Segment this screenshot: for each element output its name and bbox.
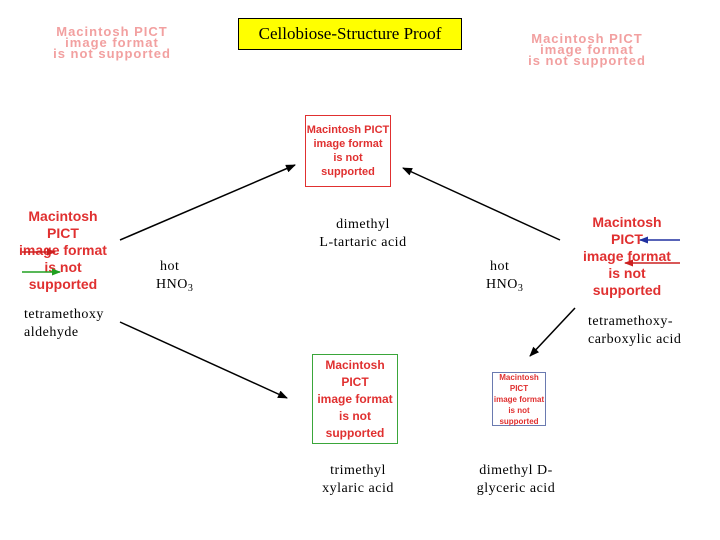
structure-image-top: Macintosh PICT image format is not suppo…: [305, 115, 391, 187]
placeholder-image-top-left: Macintosh PICT image format is not suppo…: [53, 24, 171, 61]
structure-image-left: Macintosh PICT image format is not suppo…: [19, 208, 107, 292]
placeholder-image-top-right: Macintosh PICT image format is not suppo…: [528, 31, 646, 68]
label-tetramethoxy-aldehyde: tetramethoxy aldehyde: [24, 307, 104, 340]
arrow-aldehyde-to-xylaric: [119, 321, 288, 399]
arrow-right-to-top: [402, 167, 561, 241]
structure-image-bottom-right: Macintosh PICT image format is not suppo…: [492, 372, 546, 426]
arrow-left-to-top: [119, 164, 296, 241]
label-tetramethoxy-carboxylic-acid: tetramethoxy- carboxylic acid: [588, 314, 682, 347]
arrow-carboxylic-to-glyceric: [529, 307, 576, 357]
label-hot-hno3-left: hot HNO3: [156, 259, 194, 294]
structure-image-right: Macintosh PICT image format is not suppo…: [583, 214, 671, 298]
label-dimethyl-tartaric-acid: dimethyl L-tartaric acid: [319, 217, 407, 250]
label-trimethyl-xylaric-acid: trimethyl xylaric acid: [322, 463, 394, 496]
label-hot-hno3-right: hot HNO3: [486, 259, 524, 294]
page-title: Cellobiose-Structure Proof: [238, 18, 462, 50]
structure-image-bottom-green: Macintosh PICT image format is not suppo…: [312, 354, 398, 444]
label-dimethyl-glyceric-acid: dimethyl D- glyceric acid: [476, 463, 556, 496]
